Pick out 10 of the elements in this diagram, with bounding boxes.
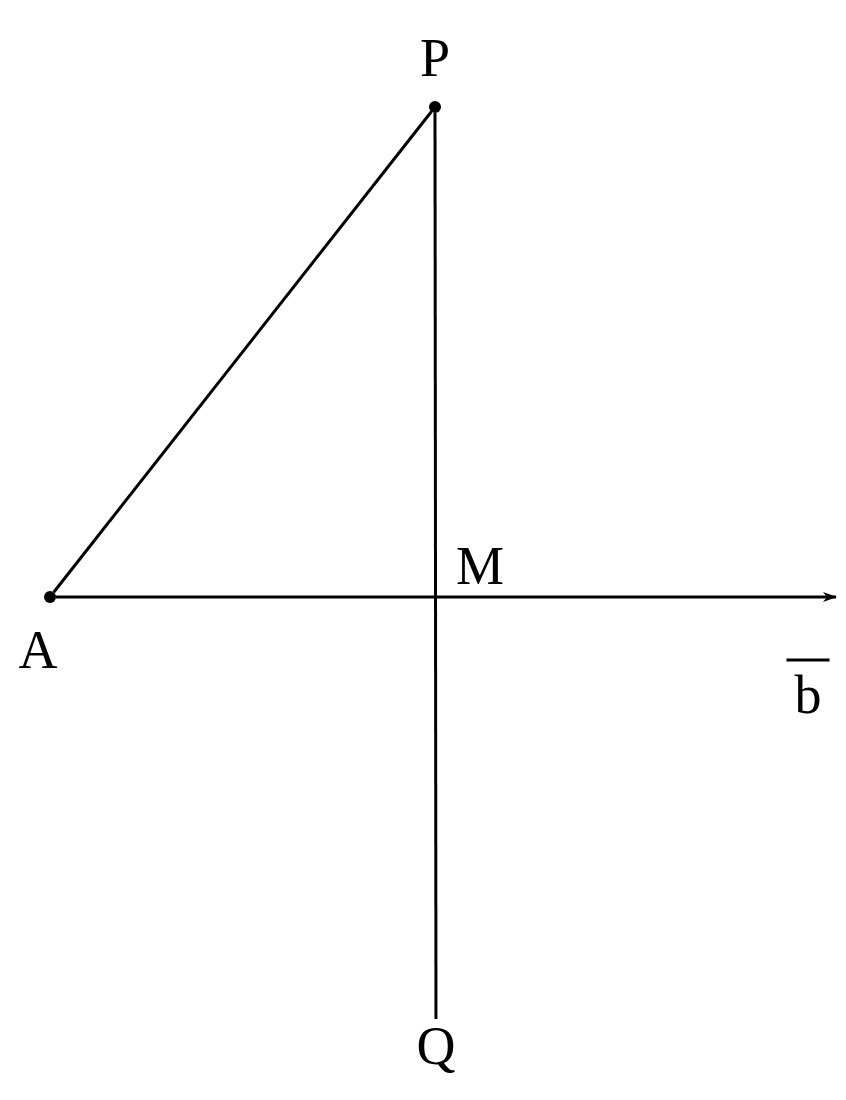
point-label: Q	[416, 1019, 456, 1073]
line-segment	[433, 113, 438, 1019]
point-label: P	[420, 31, 450, 85]
line-segment	[52, 110, 433, 594]
point-label: M	[456, 539, 504, 593]
point-dot	[44, 591, 56, 603]
vector-label: b	[786, 658, 830, 722]
point-label: A	[18, 623, 58, 677]
arrow	[56, 592, 837, 602]
point-dot	[429, 101, 441, 113]
